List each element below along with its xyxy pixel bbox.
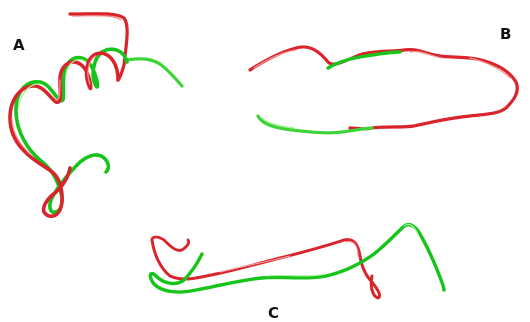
panel-c-green-highlight	[265, 223, 419, 277]
panel-a-structures	[8, 12, 184, 219]
panel-a-green-helix-highlight	[17, 59, 87, 111]
panel-a-red-top-loop-highlight	[71, 15, 122, 21]
panel-a-red-helix-highlight	[11, 55, 97, 155]
panel-b-green-lower-highlight	[261, 117, 295, 129]
panel-c-structures	[148, 222, 446, 300]
panel-c-red-highlight	[219, 241, 359, 273]
panel-b-green-upper-strand	[326, 50, 402, 70]
panel-c-green-strand	[148, 222, 446, 294]
panel-a-red-helix	[8, 51, 120, 219]
panel-label-a: A	[13, 36, 25, 54]
panel-label-c: C	[268, 304, 280, 322]
panel-b-red-upper-strand	[248, 45, 519, 131]
panel-label-b: B	[500, 25, 512, 43]
panel-b-structures	[248, 45, 519, 135]
panel-a-green-tail	[125, 57, 184, 88]
panel-b-green-lower-strand	[256, 114, 374, 135]
panel-b-red-upper-highlight	[253, 49, 511, 79]
panel-a-red-top-loop	[68, 12, 129, 82]
panel-c-red-hook	[150, 235, 191, 252]
panel-a-green-helix	[14, 47, 129, 215]
